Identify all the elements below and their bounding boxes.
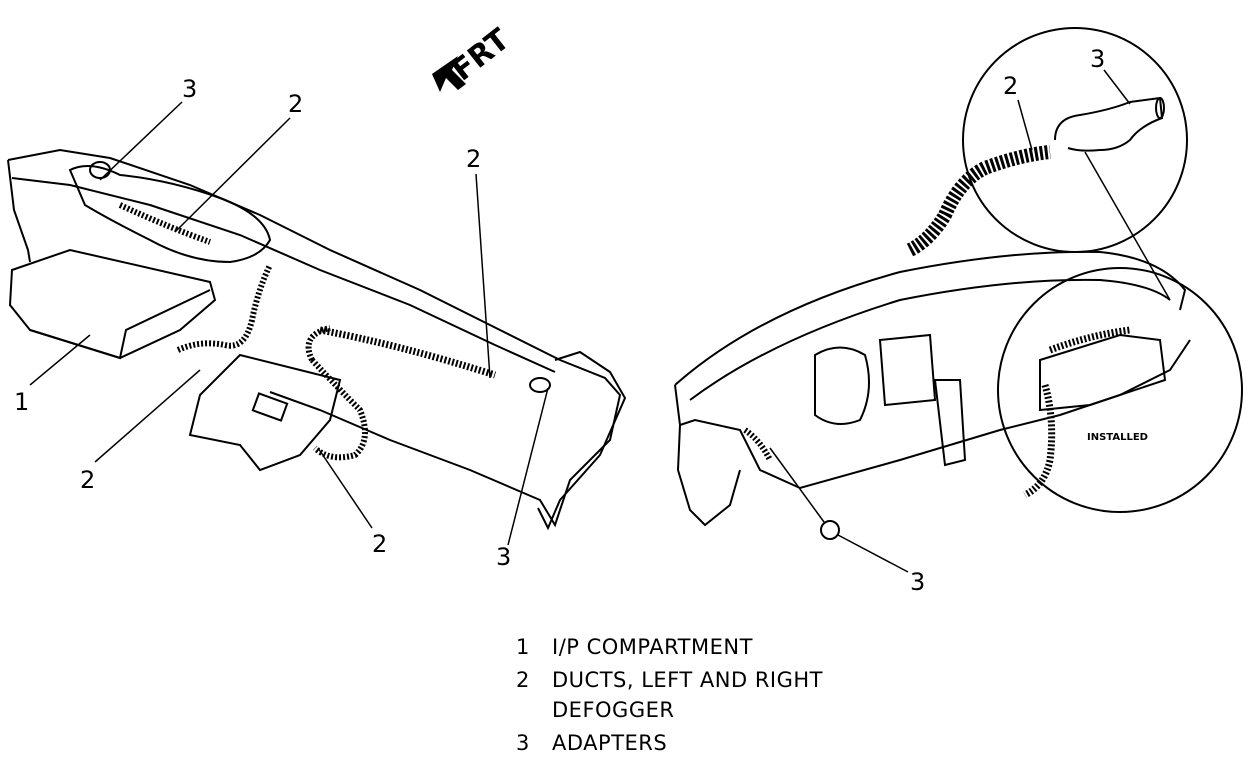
right-dash-top-inner	[689, 278, 1171, 401]
callout-right-adapter: 3	[910, 568, 925, 596]
leader-left-duct-center	[475, 173, 491, 379]
front-direction-indicator: FRT	[432, 22, 517, 92]
legend-item-number: 3	[516, 731, 530, 755]
left-defogger-duct-upper	[118, 202, 211, 245]
inset-adapter-end	[1155, 97, 1165, 119]
left-defogger-duct-side	[176, 263, 273, 353]
inset-circle-top	[962, 27, 1188, 253]
callout-left-adapter-top: 3	[182, 75, 197, 103]
right-glovebox-opening	[1039, 333, 1167, 412]
inset-callouts: 2 3 INSTALLED 3	[910, 45, 1148, 596]
inset-circle-installed	[997, 267, 1243, 513]
leader-inset-adapter	[1103, 69, 1131, 105]
left-panel-top-pad	[68, 165, 272, 264]
leader-left-duct-lower	[317, 447, 373, 529]
left-instrument-panel-view	[7, 101, 627, 546]
ip-compartment	[8, 248, 217, 360]
callout-left-duct-center: 2	[466, 145, 481, 173]
callout-left-compartment: 1	[14, 388, 29, 416]
right-dash-left-end	[674, 384, 741, 527]
right-adapter	[820, 520, 840, 540]
ip-compartment-face	[29, 289, 211, 360]
left-panel-left-end	[7, 159, 31, 263]
inset-adapter	[1054, 96, 1164, 152]
legend-item: 3 ADAPTERS	[508, 728, 868, 758]
callout-left-duct-lower: 2	[372, 530, 387, 558]
legend-item-text: DUCTS, LEFT AND RIGHT DEFOGGER	[552, 668, 823, 722]
left-panel-outline	[7, 148, 622, 528]
right-defogger-duct-left	[743, 427, 773, 462]
leader-left-adapter-lower	[507, 387, 549, 546]
callout-left-adapter-lower: 3	[496, 543, 511, 571]
front-arrow-icon	[432, 56, 466, 92]
leader-left-compartment	[29, 334, 91, 386]
legend-item: 2 DUCTS, LEFT AND RIGHT DEFOGGER	[508, 665, 868, 725]
left-panel-right-end	[537, 350, 627, 531]
left-defogger-duct-loop	[305, 325, 368, 461]
legend-item: 1 I/P COMPARTMENT	[508, 632, 868, 662]
installed-label: INSTALLED	[1087, 432, 1148, 443]
right-defogger-duct-drop	[1023, 384, 1056, 499]
right-defogger-duct	[1048, 326, 1131, 354]
callout-inset-duct: 2	[1003, 72, 1018, 100]
leader-right-adapter-top	[769, 447, 825, 523]
parts-legend: 1 I/P COMPARTMENT 2 DUCTS, LEFT AND RIGH…	[508, 632, 868, 761]
right-cluster-opening	[814, 346, 870, 425]
legend-item-number: 1	[516, 635, 530, 659]
leader-left-duct-top	[174, 117, 291, 233]
left-bracket-window	[251, 392, 289, 422]
leader-inset-duct	[1017, 99, 1033, 151]
callout-left-duct-lower-left: 2	[80, 466, 95, 494]
leader-left-adapter-top	[99, 101, 183, 181]
legend-item-number: 2	[516, 668, 530, 692]
callout-left-duct-top: 2	[288, 90, 303, 118]
leader-right-adapter	[837, 534, 909, 573]
inset-defogger-duct	[906, 145, 1051, 257]
right-dash-top	[674, 250, 1187, 386]
right-instrument-panel-view	[674, 250, 1191, 573]
leader-left-duct-lower-left	[94, 369, 201, 463]
detail-inset	[906, 27, 1243, 513]
left-adapter-right	[529, 377, 551, 393]
right-dash-body	[679, 339, 1191, 490]
left-inner-bracket	[188, 353, 342, 472]
left-view-callouts: 3 2 2 1 2 2 3	[14, 75, 511, 571]
legend-item-text: I/P COMPARTMENT	[552, 635, 753, 659]
inset-connector	[1084, 151, 1171, 301]
left-defogger-duct-center	[319, 326, 497, 379]
callout-inset-adapter: 3	[1090, 45, 1105, 73]
legend-item-text: ADAPTERS	[552, 731, 668, 755]
right-center-bracket	[933, 379, 967, 467]
left-panel-front-edge	[11, 177, 556, 373]
right-radio-opening	[878, 333, 937, 407]
